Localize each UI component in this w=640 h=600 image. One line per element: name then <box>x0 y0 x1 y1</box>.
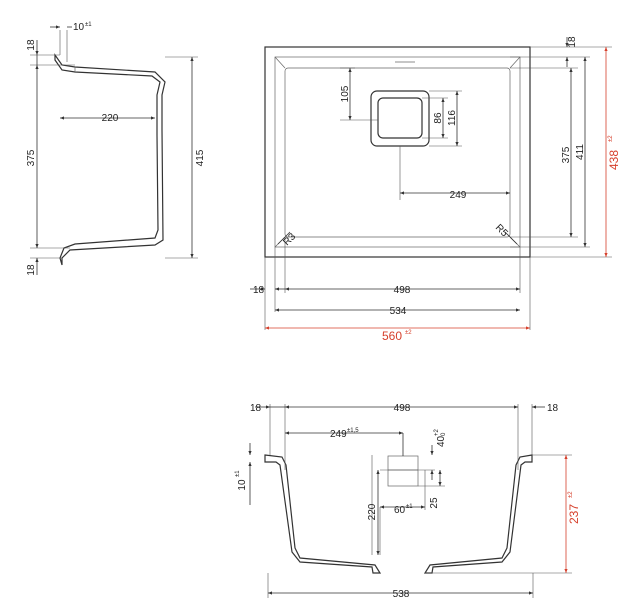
front-drain-top-label: 40 +2 0 <box>434 428 447 447</box>
side-bottom-flange-label: 18 <box>26 264 37 276</box>
svg-text:10: 10 <box>237 479 248 491</box>
side-inner-depth-label: 375 <box>26 149 37 166</box>
svg-text:60: 60 <box>394 505 406 516</box>
side-half-width-label: 220 <box>102 113 119 124</box>
top-drain-inner <box>377 97 423 139</box>
svg-text:±1: ±1 <box>406 504 413 510</box>
top-outer-outline <box>264 46 531 258</box>
top-drain-height-label: 116 <box>447 110 458 126</box>
front-overall-height-label: 237 ±2 <box>567 491 581 524</box>
top-mid-height-label: 411 <box>575 144 586 160</box>
svg-text:249: 249 <box>330 429 347 440</box>
front-right-offset-label: 18 <box>547 403 559 414</box>
svg-text:10: 10 <box>73 22 85 33</box>
top-drain-from-right-label: 249 <box>450 190 467 201</box>
side-top-flange-label: 18 <box>26 39 37 51</box>
front-rim-thickness-label: 10 ±1 <box>235 470 248 491</box>
top-inner-width-label: 498 <box>394 285 411 296</box>
front-drain-center-label: 249 ±1,5 <box>330 428 359 440</box>
svg-text:40: 40 <box>436 435 447 447</box>
front-drain-small-label: 25 <box>429 497 440 509</box>
svg-text:±2: ±2 <box>608 135 614 142</box>
svg-text:±2: ±2 <box>405 330 412 336</box>
svg-text:±2: ±2 <box>568 491 574 498</box>
front-overall-width-label: 538 <box>393 589 410 600</box>
svg-text:±1,5: ±1,5 <box>347 428 359 434</box>
top-overall-height-label: 438 ±2 <box>607 135 621 170</box>
front-profile <box>264 454 382 574</box>
svg-text:0: 0 <box>441 432 447 436</box>
front-view: 18 498 18 249 ±1,5 40 +2 0 10 ±1 220 60 … <box>235 403 581 600</box>
svg-text:560: 560 <box>382 329 402 343</box>
top-drain-from-top-label: 105 <box>340 85 351 102</box>
svg-text:+2: +2 <box>434 428 440 436</box>
top-mid-width-label: 534 <box>390 306 407 317</box>
top-offset-label: 18 <box>567 36 578 48</box>
side-top-thickness-label: 10 ±1 <box>73 22 92 33</box>
svg-text:±1: ±1 <box>235 470 241 477</box>
side-profile <box>54 53 166 266</box>
front-profile-right <box>423 454 533 574</box>
top-overall-width-label: 560 ±2 <box>382 329 412 343</box>
front-drain-width-label: 60 ±1 <box>394 504 413 516</box>
top-left-offset-label: 18 <box>253 285 265 296</box>
svg-text:±1: ±1 <box>85 22 92 28</box>
front-left-offset-label: 18 <box>250 403 262 414</box>
top-view: 18 105 116 86 249 375 411 438 ±2 R3 R5 1… <box>250 36 621 343</box>
svg-text:237: 237 <box>567 504 581 524</box>
front-inner-width-label: 498 <box>394 403 411 414</box>
front-drain-depth-label: 220 <box>367 503 378 520</box>
svg-text:438: 438 <box>607 150 621 170</box>
top-drain-inner-label: 86 <box>433 112 444 124</box>
top-inner-height-label: 375 <box>561 146 572 163</box>
side-view: 10 ±1 18 375 18 415 220 <box>26 22 206 276</box>
side-total-height-label: 415 <box>195 149 206 166</box>
